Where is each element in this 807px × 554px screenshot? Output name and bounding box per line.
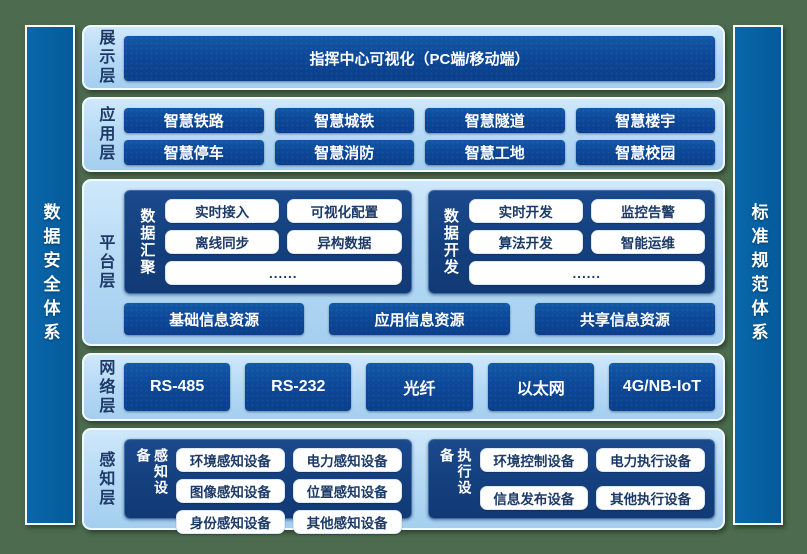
network-layer-body: RS-485 RS-232 光纤 以太网 4G/NB-IoT (124, 355, 723, 419)
group-body: 环境感知设备 电力感知设备 图像感知设备 位置感知设备 身份感知设备 其他感知设… (176, 448, 402, 534)
device-box: 身份感知设备 (176, 510, 285, 534)
app-box: 智慧楼宇 (575, 108, 715, 133)
module-box: 可视化配置 (287, 199, 402, 223)
module-box: 智能运维 (590, 230, 705, 254)
app-box: 智慧铁路 (124, 108, 264, 133)
app-box: 智慧消防 (274, 140, 414, 165)
perception-group-sensing: 感知设备 环境感知设备 电力感知设备 图像感知设备 位置感知设备 身份感知设备 … (124, 439, 412, 534)
layer-label-text: 应用层 (96, 106, 114, 163)
sidebar-standards: 标准规范体系 (733, 25, 783, 525)
platform-groups: 数据汇聚 实时接入 可视化配置 离线同步 异构数据 ...... 数据开发 (124, 190, 715, 294)
app-box: 智慧工地 (425, 140, 565, 165)
platform-resources: 基础信息资源 应用信息资源 共享信息资源 (124, 303, 715, 335)
perception-group-actuation: 执行设备 环境控制设备 电力执行设备 信息发布设备 其他执行设备 (427, 439, 715, 519)
platform-layer-body: 数据汇聚 实时接入 可视化配置 离线同步 异构数据 ...... 数据开发 (124, 181, 723, 344)
module-box: 实时开发 (468, 199, 583, 223)
layer-label-platform: 平台层 (84, 181, 124, 344)
network-box: 4G/NB-IoT (608, 363, 716, 411)
device-box: 其他执行设备 (596, 486, 705, 510)
network-box: RS-232 (245, 363, 352, 411)
layer-panel-network: 网络层 RS-485 RS-232 光纤 以太网 4G/NB-IoT (82, 353, 725, 421)
perception-layer-body: 感知设备 环境感知设备 电力感知设备 图像感知设备 位置感知设备 身份感知设备 … (124, 430, 723, 534)
layer-panel-platform: 平台层 数据汇聚 实时接入 可视化配置 离线同步 异构数据 ...... (82, 179, 725, 346)
dots-box: ...... (468, 261, 705, 285)
device-box: 信息发布设备 (479, 486, 589, 510)
layer-panel-perception: 感知层 感知设备 环境感知设备 电力感知设备 图像感知设备 位置感知设备 身份感… (82, 428, 725, 534)
group-title: 数据开发 (441, 208, 459, 276)
layer-panel-display: 展示层 指挥中心可视化（PC端/移动端） (82, 25, 725, 90)
sidebar-data-security: 数据安全体系 (25, 25, 75, 525)
application-layer-body: 智慧铁路 智慧城铁 智慧隧道 智慧楼宇 智慧停车 智慧消防 智慧工地 智慧校园 (124, 99, 723, 170)
device-box: 电力感知设备 (292, 448, 402, 472)
group-title: 感知设备 (135, 448, 170, 496)
group-body: 实时开发 监控告警 算法开发 智能运维 ...... (468, 199, 705, 285)
platform-group-data-development: 数据开发 实时开发 监控告警 算法开发 智能运维 ...... (427, 190, 715, 294)
network-box: 光纤 (366, 363, 473, 411)
module-box: 实时接入 (165, 199, 280, 223)
module-box: 离线同步 (165, 230, 280, 254)
application-grid: 智慧铁路 智慧城铁 智慧隧道 智慧楼宇 智慧停车 智慧消防 智慧工地 智慧校园 (124, 108, 715, 165)
network-row: RS-485 RS-232 光纤 以太网 4G/NB-IoT (124, 363, 716, 411)
display-box-label: 指挥中心可视化（PC端/移动端） (309, 51, 530, 68)
layer-label-text: 感知层 (96, 450, 114, 508)
device-box: 环境感知设备 (176, 448, 285, 472)
network-box: 以太网 (487, 363, 594, 411)
layer-label-application: 应用层 (84, 99, 124, 170)
device-box: 环境控制设备 (479, 448, 589, 472)
layer-stack: 展示层 指挥中心可视化（PC端/移动端） 应用层 智慧铁路 智慧城铁 智慧隧道 … (82, 25, 725, 534)
app-box: 智慧城铁 (274, 108, 414, 133)
sidebar-left-label: 数据安全体系 (40, 203, 60, 347)
perception-groups: 感知设备 环境感知设备 电力感知设备 图像感知设备 位置感知设备 身份感知设备 … (124, 439, 715, 534)
module-box: 算法开发 (468, 230, 583, 254)
group-body: 实时接入 可视化配置 离线同步 异构数据 ...... (165, 199, 402, 285)
group-title: 数据汇聚 (138, 208, 156, 276)
device-box: 电力执行设备 (596, 448, 705, 472)
app-box: 智慧隧道 (425, 108, 565, 133)
sidebar-right-label: 标准规范体系 (748, 203, 768, 347)
device-box: 位置感知设备 (292, 479, 402, 503)
device-box: 图像感知设备 (176, 479, 285, 503)
layer-label-network: 网络层 (84, 355, 124, 419)
dots-box: ...... (165, 261, 402, 285)
app-box: 智慧校园 (575, 140, 715, 165)
layer-label-text: 平台层 (96, 234, 114, 291)
platform-group-data-aggregation: 数据汇聚 实时接入 可视化配置 离线同步 异构数据 ...... (124, 190, 412, 294)
module-box: 监控告警 (590, 199, 705, 223)
layer-label-text: 网络层 (96, 358, 114, 416)
resource-box: 共享信息资源 (534, 303, 715, 335)
group-title: 执行设备 (439, 448, 473, 496)
layer-panel-application: 应用层 智慧铁路 智慧城铁 智慧隧道 智慧楼宇 智慧停车 智慧消防 智慧工地 智… (82, 97, 725, 172)
app-box: 智慧停车 (124, 140, 264, 165)
group-body: 环境控制设备 电力执行设备 信息发布设备 其他执行设备 (479, 448, 705, 510)
network-box: RS-485 (124, 363, 231, 411)
display-layer-body: 指挥中心可视化（PC端/移动端） (124, 27, 723, 88)
display-box: 指挥中心可视化（PC端/移动端） (124, 36, 715, 81)
layer-label-display: 展示层 (84, 27, 124, 88)
layer-label-text: 展示层 (96, 29, 114, 86)
device-box: 其他感知设备 (292, 510, 402, 534)
resource-box: 应用信息资源 (329, 303, 510, 335)
layer-label-perception: 感知层 (84, 430, 124, 528)
module-box: 异构数据 (287, 230, 402, 254)
resource-box: 基础信息资源 (124, 303, 305, 335)
